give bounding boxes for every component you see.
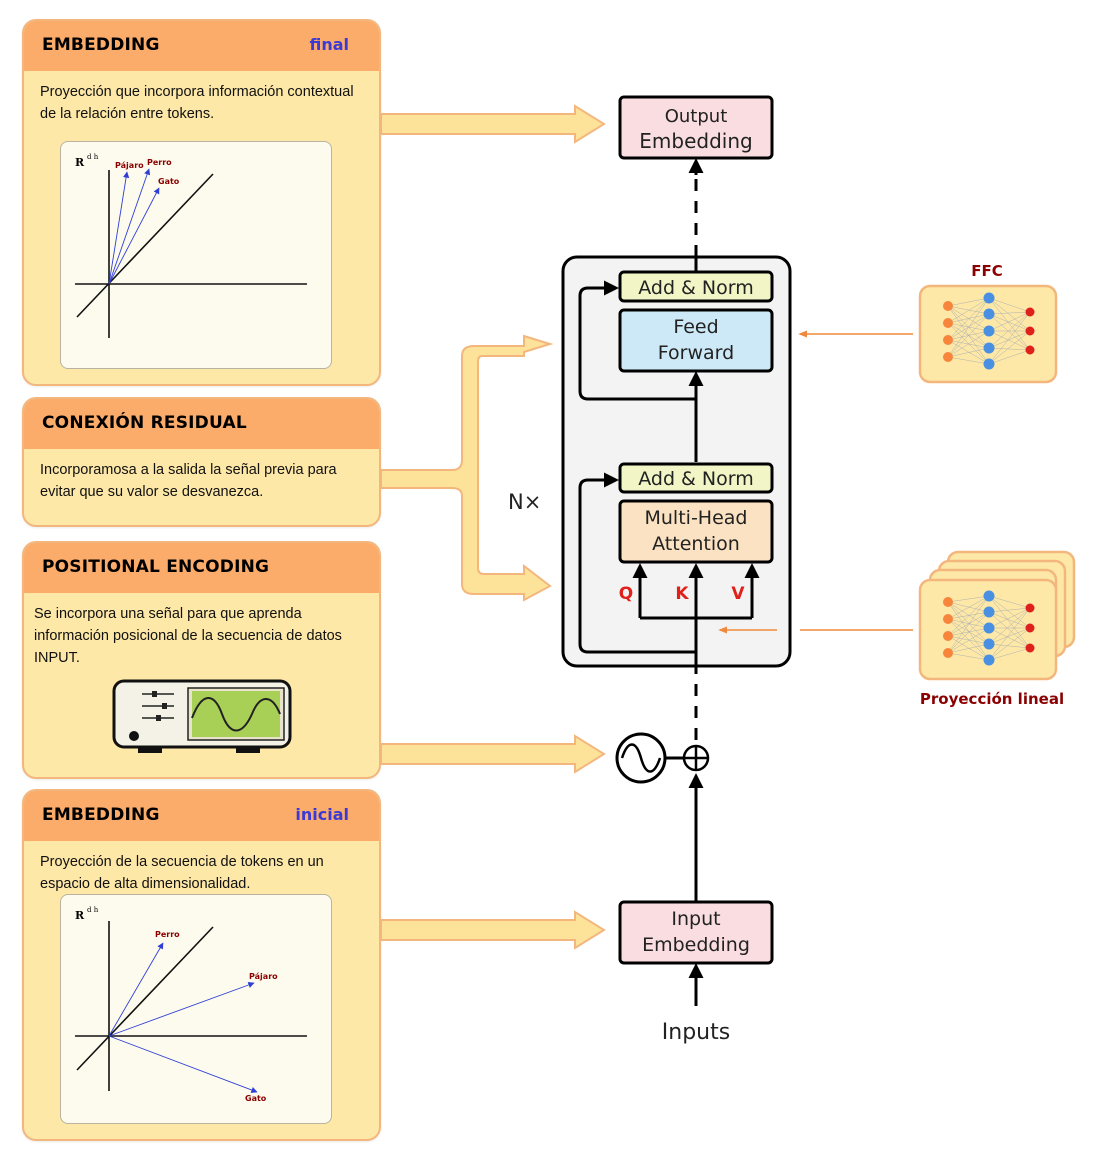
card-positional-encoding: POSITIONAL ENCODING Se incorpora una señ… [22, 541, 381, 779]
card-title: CONEXIÓN RESIDUAL [42, 413, 247, 433]
residual-loop-bottom [578, 472, 696, 654]
add-norm-top-label: Add & Norm [638, 277, 754, 299]
connector-arrow-final [380, 104, 606, 144]
ffc-label: FFC [971, 262, 1003, 280]
projection-label: Proyección lineal [920, 690, 1064, 708]
card-header: EMBEDDING final [24, 21, 379, 71]
oscilloscope-icon [112, 679, 292, 753]
vector-label: Pájaro [115, 161, 144, 170]
diagonal-axis [76, 173, 214, 318]
nx-label: N× [508, 490, 541, 514]
card-tag: inicial [295, 805, 349, 824]
feed-forward-label: Feed [673, 316, 718, 338]
card-title: EMBEDDING [42, 805, 160, 825]
card-description: Incorporamosa a la salida la señal previ… [40, 462, 337, 500]
residual-loop-top [578, 280, 696, 401]
plot-axis-sup: d h [87, 153, 99, 161]
feed-forward-label: Forward [658, 342, 734, 364]
vector-label: Perro [155, 930, 180, 939]
card-header: EMBEDDING inicial [24, 791, 379, 841]
output-embedding-label: Output [665, 106, 728, 127]
diagonal-axis [76, 926, 214, 1071]
ffc-network-icon [918, 284, 1058, 384]
card-residual-connection: CONEXIÓN RESIDUAL Incorporamosa a la sal… [22, 397, 381, 527]
inputs-label: Inputs [662, 1020, 730, 1045]
output-embedding-label: Embedding [639, 129, 752, 153]
multi-head-attention-box[interactable] [618, 499, 774, 564]
vector-label: Pájaro [249, 972, 278, 981]
vector-plot-initial-svg: R d h Perro Pájaro Gato [75, 906, 307, 1103]
card-header: CONEXIÓN RESIDUAL [24, 399, 379, 449]
card-title: POSITIONAL ENCODING [42, 557, 270, 577]
vector-arrow [108, 1035, 258, 1093]
vector-arrow [108, 168, 151, 285]
k-label: K [675, 584, 689, 604]
v-label: V [731, 584, 745, 604]
vector-arrow [108, 187, 160, 285]
plot-axis-label: R [75, 909, 85, 922]
input-embedding-label: Input [671, 908, 720, 930]
add-norm-bottom-label: Add & Norm [638, 468, 754, 490]
q-label: Q [619, 584, 633, 604]
card-embedding-final: EMBEDDING final Proyección que incorpora… [22, 19, 381, 386]
card-tag: final [309, 35, 349, 54]
connector-arrow-residual-bracket [380, 334, 554, 602]
card-embedding-initial: EMBEDDING inicial Proyección de la secue… [22, 789, 381, 1141]
card-description: Proyección de la secuencia de tokens en … [40, 854, 324, 892]
card-header: POSITIONAL ENCODING [24, 543, 379, 593]
vector-plot-final: R d h Pájaro Perro Gato [60, 141, 332, 369]
multi-head-label: Attention [652, 533, 740, 555]
card-title: EMBEDDING [42, 35, 160, 55]
multi-head-label: Multi-Head [645, 507, 748, 529]
connector-arrow-initial [380, 910, 606, 950]
vector-arrow [108, 981, 255, 1037]
vector-label: Perro [147, 158, 172, 167]
linear-projection-icon [918, 550, 1076, 681]
vector-label: Gato [245, 1094, 267, 1103]
card-description: Proyección que incorpora información con… [40, 84, 354, 122]
vector-plot-initial: R d h Perro Pájaro Gato [60, 894, 332, 1124]
vector-arrow [108, 942, 164, 1037]
vector-plot-final-svg: R d h Pájaro Perro Gato [75, 153, 307, 338]
card-description: Se incorpora una señal para que aprenda … [34, 606, 342, 666]
vector-label: Gato [158, 177, 180, 186]
sine-wave [620, 743, 662, 773]
input-embedding-label: Embedding [642, 934, 750, 956]
plot-axis-label: R [75, 156, 85, 169]
add-norm-bottom-box[interactable] [618, 462, 774, 494]
vector-arrow [108, 171, 130, 285]
connector-arrow-positional [380, 734, 606, 774]
plot-axis-sup: d h [87, 906, 99, 914]
